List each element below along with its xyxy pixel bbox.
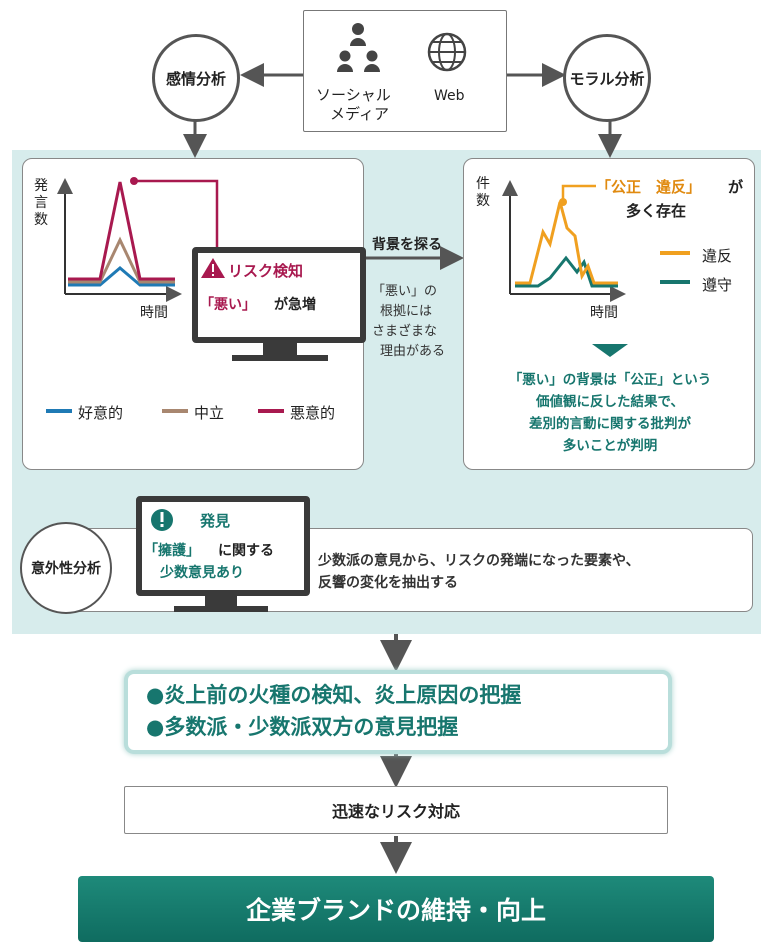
moral-callout-quote: 「公正 違反」 bbox=[596, 178, 702, 196]
brand-banner: 企業ブランドの維持・向上 bbox=[78, 876, 714, 942]
middle-note-line2: 根拠には bbox=[380, 304, 433, 319]
risk-alert-title: リスク検知 bbox=[228, 262, 304, 280]
bullet-dot-icon: ● bbox=[146, 715, 165, 739]
middle-note-line3: さまざまな bbox=[372, 324, 438, 339]
legend-label-negative: 悪意的 bbox=[290, 404, 336, 422]
surprise-description-line1: 少数派の意見から、リスクの発端になった要素や、 bbox=[318, 553, 640, 569]
social-media-label-line1: ソーシャル bbox=[316, 86, 391, 104]
outcome-bullet-1-text: 炎上前の火種の検知、炎上原因の把握 bbox=[164, 683, 522, 707]
moral-conclusion-line4: 多いことが判明 bbox=[562, 438, 658, 454]
sentiment-analysis-circle: 感情分析 bbox=[152, 34, 240, 122]
legend-label-compliance: 遵守 bbox=[702, 276, 733, 294]
brand-banner-label: 企業ブランドの維持・向上 bbox=[245, 896, 546, 925]
legend-label-neutral: 中立 bbox=[194, 404, 225, 422]
moral-analysis-circle: モラル分析 bbox=[563, 34, 651, 122]
neutral-series-line bbox=[68, 236, 175, 284]
legend-label-violation: 違反 bbox=[702, 247, 733, 265]
moral-x-axis-label: 時間 bbox=[590, 305, 618, 321]
middle-note-line4: 理由がある bbox=[380, 344, 446, 359]
moral-conclusion-line1: 「悪い」の背景は「公正」という bbox=[508, 372, 712, 388]
outcome-bullet-2: ●多数派・少数派双方の意見把握 bbox=[146, 711, 458, 741]
risk-alert-rest: が急増 bbox=[274, 297, 316, 313]
middle-note-line1: 「悪い」の bbox=[372, 284, 438, 299]
legend-label-positive: 好意的 bbox=[78, 404, 124, 422]
surprise-analysis-circle: 意外性分析 bbox=[20, 522, 112, 614]
rapid-response-box: 迅速なリスク対応 bbox=[124, 786, 668, 834]
violation-series-line bbox=[515, 201, 618, 285]
web-label: Web bbox=[434, 88, 465, 104]
violation-callout-line bbox=[561, 184, 596, 202]
moral-conclusion-line2: 価値観に反した結果で、 bbox=[536, 394, 684, 410]
moral-y-axis-label: 件数 bbox=[476, 176, 490, 209]
outcome-bullet-1: ●炎上前の火種の検知、炎上原因の把握 bbox=[146, 679, 521, 709]
sentiment-y-axis-label: 発言数 bbox=[34, 178, 48, 228]
discovery-quote: 「擁護」 bbox=[144, 543, 200, 559]
surprise-description-line2: 反響の変化を抽出する bbox=[318, 575, 458, 591]
positive-series-line bbox=[68, 266, 175, 287]
risk-alert-quote: 「悪い」 bbox=[200, 297, 256, 313]
outcome-box bbox=[124, 670, 672, 754]
moral-callout-line2: 多く存在 bbox=[626, 202, 687, 220]
negative-series-line bbox=[68, 181, 175, 281]
peak-callout-line bbox=[134, 179, 219, 254]
conclusion-down-arrow bbox=[592, 344, 628, 357]
discovery-rest: に関する bbox=[218, 543, 274, 559]
social-media-label-line2: メディア bbox=[330, 105, 389, 123]
moral-panel bbox=[463, 158, 755, 470]
data-source-box bbox=[303, 10, 507, 132]
risk-monitor-screen bbox=[192, 247, 366, 343]
discovery-title: 発見 bbox=[200, 512, 231, 530]
compliance-series-line bbox=[515, 255, 618, 288]
bullet-dot-icon: ● bbox=[146, 683, 165, 707]
rapid-response-label: 迅速なリスク対応 bbox=[331, 802, 460, 821]
explore-background-title: 背景を探る bbox=[372, 237, 442, 253]
moral-callout-rest: が bbox=[728, 178, 744, 196]
sentiment-x-axis-label: 時間 bbox=[140, 305, 168, 321]
discovery-line3: 少数意見あり bbox=[160, 565, 244, 581]
outcome-bullet-2-text: 多数派・少数派双方の意見把握 bbox=[164, 715, 459, 739]
moral-conclusion-line3: 差別的言動に関する批判が bbox=[529, 416, 691, 432]
